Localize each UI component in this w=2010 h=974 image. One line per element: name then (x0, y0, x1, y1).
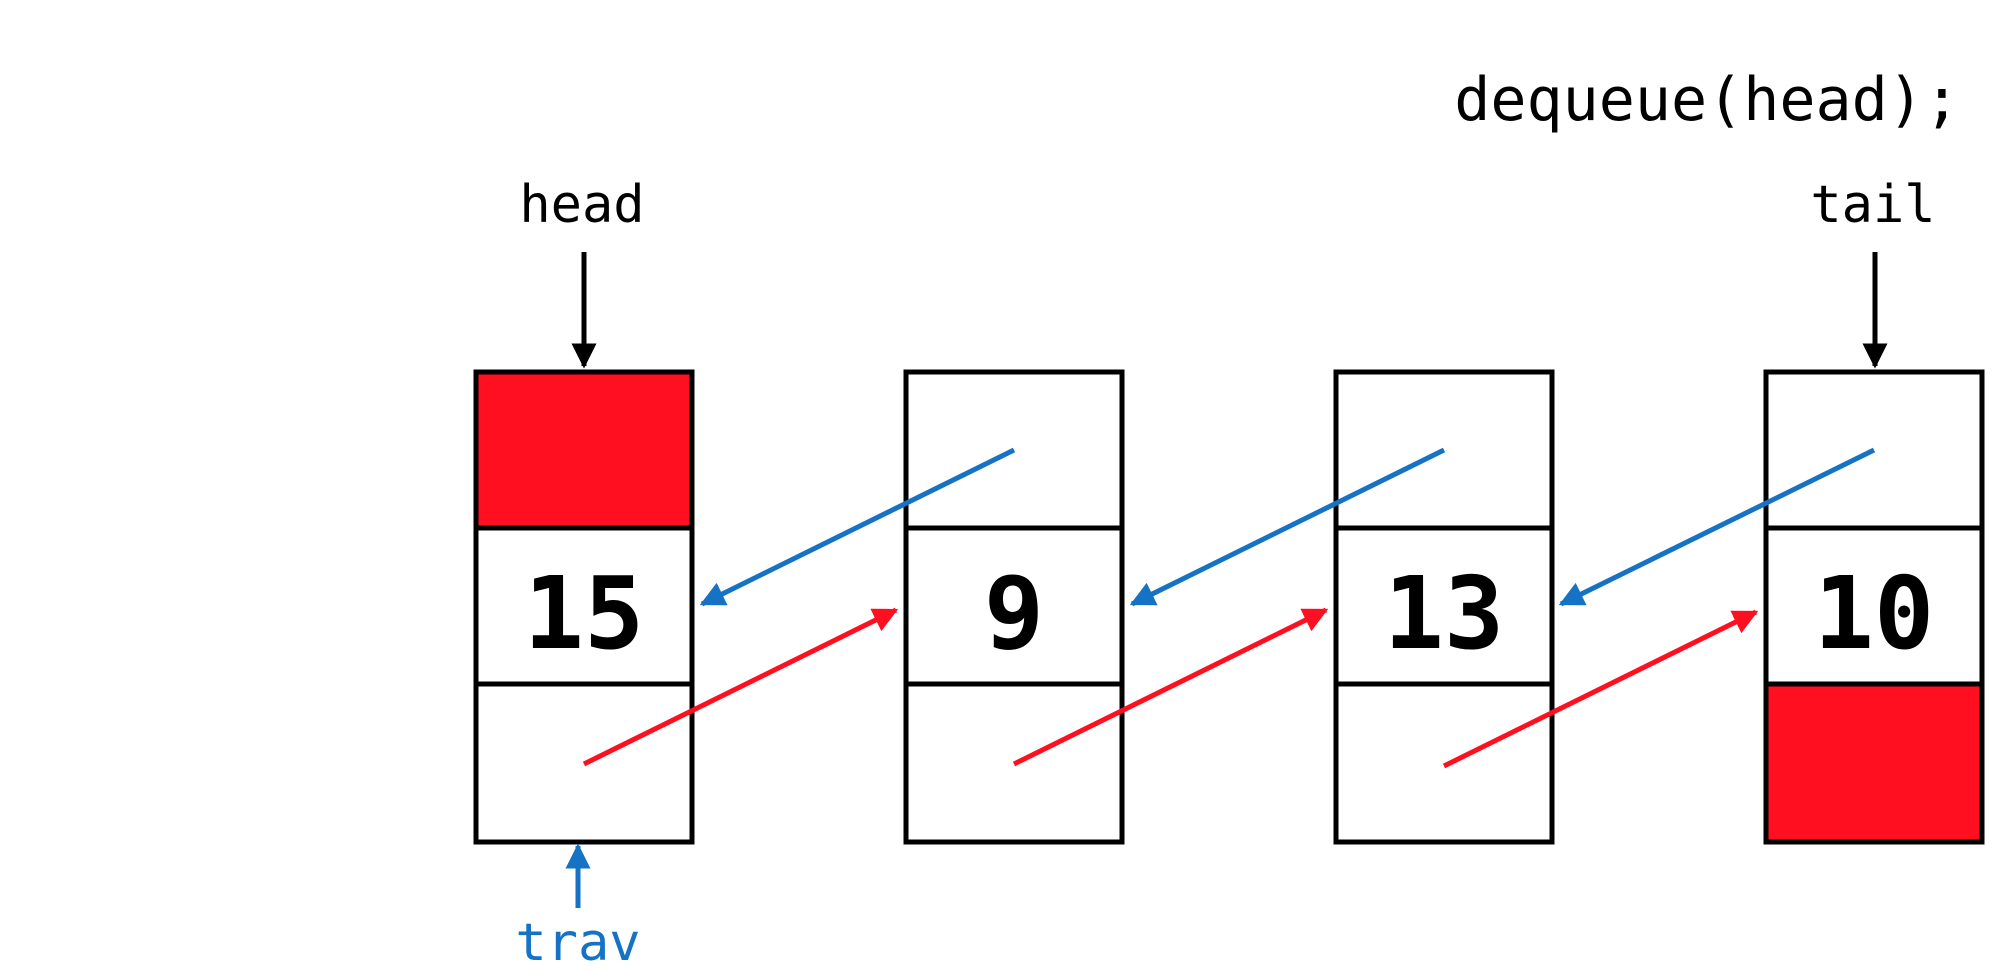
next-link-arrow (1442, 609, 1759, 769)
list-node: 13 (1333, 369, 1555, 845)
node-value: 9 (984, 555, 1044, 672)
prev-link-arrow (1558, 447, 1876, 607)
trav-pointer-label: trav (515, 913, 640, 973)
next-field (1333, 681, 1555, 845)
next-link-arrow (1012, 607, 1329, 767)
prev-link-arrow (1129, 447, 1446, 607)
code-line: dequeue(head); (1454, 65, 1960, 135)
value-field (1333, 525, 1555, 687)
head-pointer-label: head (519, 175, 644, 235)
node-value: 10 (1814, 555, 1934, 672)
value-field (903, 525, 1125, 687)
node-value: 13 (1384, 555, 1504, 672)
next-field-null (1763, 681, 1985, 845)
value-field (473, 525, 695, 687)
node-value: 15 (524, 555, 644, 672)
prev-link-arrow (699, 447, 1016, 607)
tail-pointer-label: tail (1810, 175, 1935, 235)
list-node: 9 (903, 369, 1125, 845)
next-link-arrow (582, 607, 899, 767)
list-node: 10 (1763, 369, 1985, 845)
prev-field-null (473, 369, 695, 531)
list-node: 15 (473, 369, 695, 845)
